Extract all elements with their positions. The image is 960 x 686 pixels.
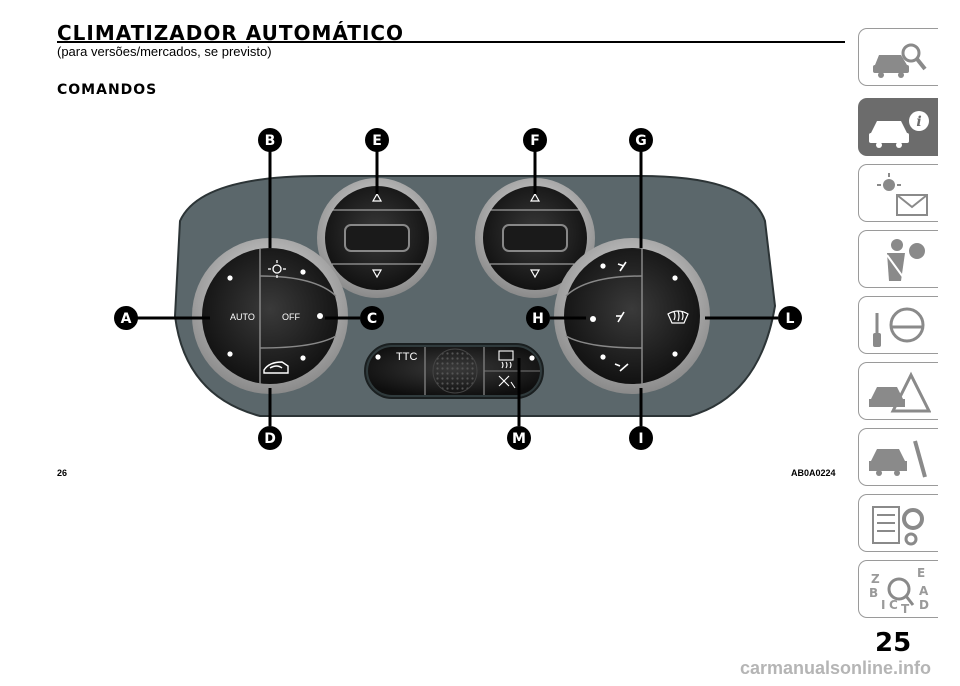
vent-f <box>475 178 595 298</box>
tab-index[interactable]: Z E A B I C T D <box>858 560 938 618</box>
page-subtitle: (para versões/mercados, se previsto) <box>57 44 272 59</box>
tab-specs[interactable] <box>858 494 938 552</box>
auto-button: AUTO <box>230 312 255 322</box>
figure-number: 26 <box>57 468 68 478</box>
lower-centre-panel <box>364 343 544 399</box>
rear-window-defrost-icon <box>498 350 514 369</box>
callout-e: E <box>372 133 382 149</box>
callout-c: C <box>367 311 377 327</box>
warning-lights-icon <box>877 173 928 216</box>
svg-text:i: i <box>916 114 921 130</box>
ttc-button: TTC <box>396 351 417 363</box>
tab-steering-wheel[interactable] <box>858 296 938 354</box>
index-letter-c: C <box>889 598 898 612</box>
index-letter-b: B <box>869 586 878 600</box>
section-title: COMANDOS <box>57 82 158 98</box>
figure-code: AB0A0224 <box>791 468 836 478</box>
callout-a: A <box>121 311 132 327</box>
off-button: OFF <box>282 312 300 322</box>
recirculation-icon <box>263 361 289 374</box>
windshield-defrost-icon <box>667 310 689 324</box>
tab-warning-lights[interactable] <box>858 164 938 222</box>
tab-car-info[interactable]: i <box>858 98 938 156</box>
callout-i: I <box>638 431 643 447</box>
index-letter-t: T <box>901 602 910 613</box>
climate-control-figure: AUTO OFF <box>110 126 840 456</box>
page-number: 25 <box>875 628 912 658</box>
airflow-face-icon <box>616 311 625 323</box>
index-letters-icon: Z E A B I C T D <box>869 567 929 613</box>
index-letter-z: Z <box>871 572 880 586</box>
callout-h: H <box>532 311 544 327</box>
tab-car-magnifier[interactable] <box>858 28 938 86</box>
sun-icon <box>268 260 286 278</box>
compressor-off-icon <box>498 375 516 389</box>
car-wrench-icon <box>869 440 927 478</box>
tab-car-emergency[interactable] <box>858 362 938 420</box>
specs-gear-icon <box>872 506 924 546</box>
airflow-windshield-feet-icon <box>617 261 627 272</box>
callout-g: G <box>635 133 647 149</box>
index-letter-a: A <box>919 584 929 598</box>
right-control-knob <box>554 238 710 394</box>
car-magnifier-icon <box>873 43 927 78</box>
car-info-icon: i <box>869 111 929 148</box>
car-emergency-icon <box>869 371 931 413</box>
callout-m: M <box>512 431 526 447</box>
index-letter-d: D <box>919 598 929 612</box>
tab-car-wrench[interactable] <box>858 428 938 486</box>
callout-d: D <box>264 431 276 447</box>
climate-panel-illustration: AUTO OFF <box>114 128 802 450</box>
airflow-feet-icon <box>614 363 629 372</box>
seatbelt-airbag-icon <box>886 239 925 281</box>
vent-e <box>317 178 437 298</box>
watermark: carmanualsonline.info <box>740 658 932 678</box>
index-letter-i: I <box>881 598 885 612</box>
leader-lines <box>137 148 778 426</box>
steering-wheel-key-icon <box>873 307 925 347</box>
tab-seatbelt-airbag[interactable] <box>858 230 938 288</box>
left-control-knob <box>192 238 348 394</box>
callout-markers <box>114 128 802 450</box>
title-rule <box>57 41 845 43</box>
index-letter-e: E <box>917 567 925 580</box>
callout-f: F <box>530 133 540 149</box>
callout-b: B <box>265 133 276 149</box>
callout-l: L <box>786 311 795 327</box>
